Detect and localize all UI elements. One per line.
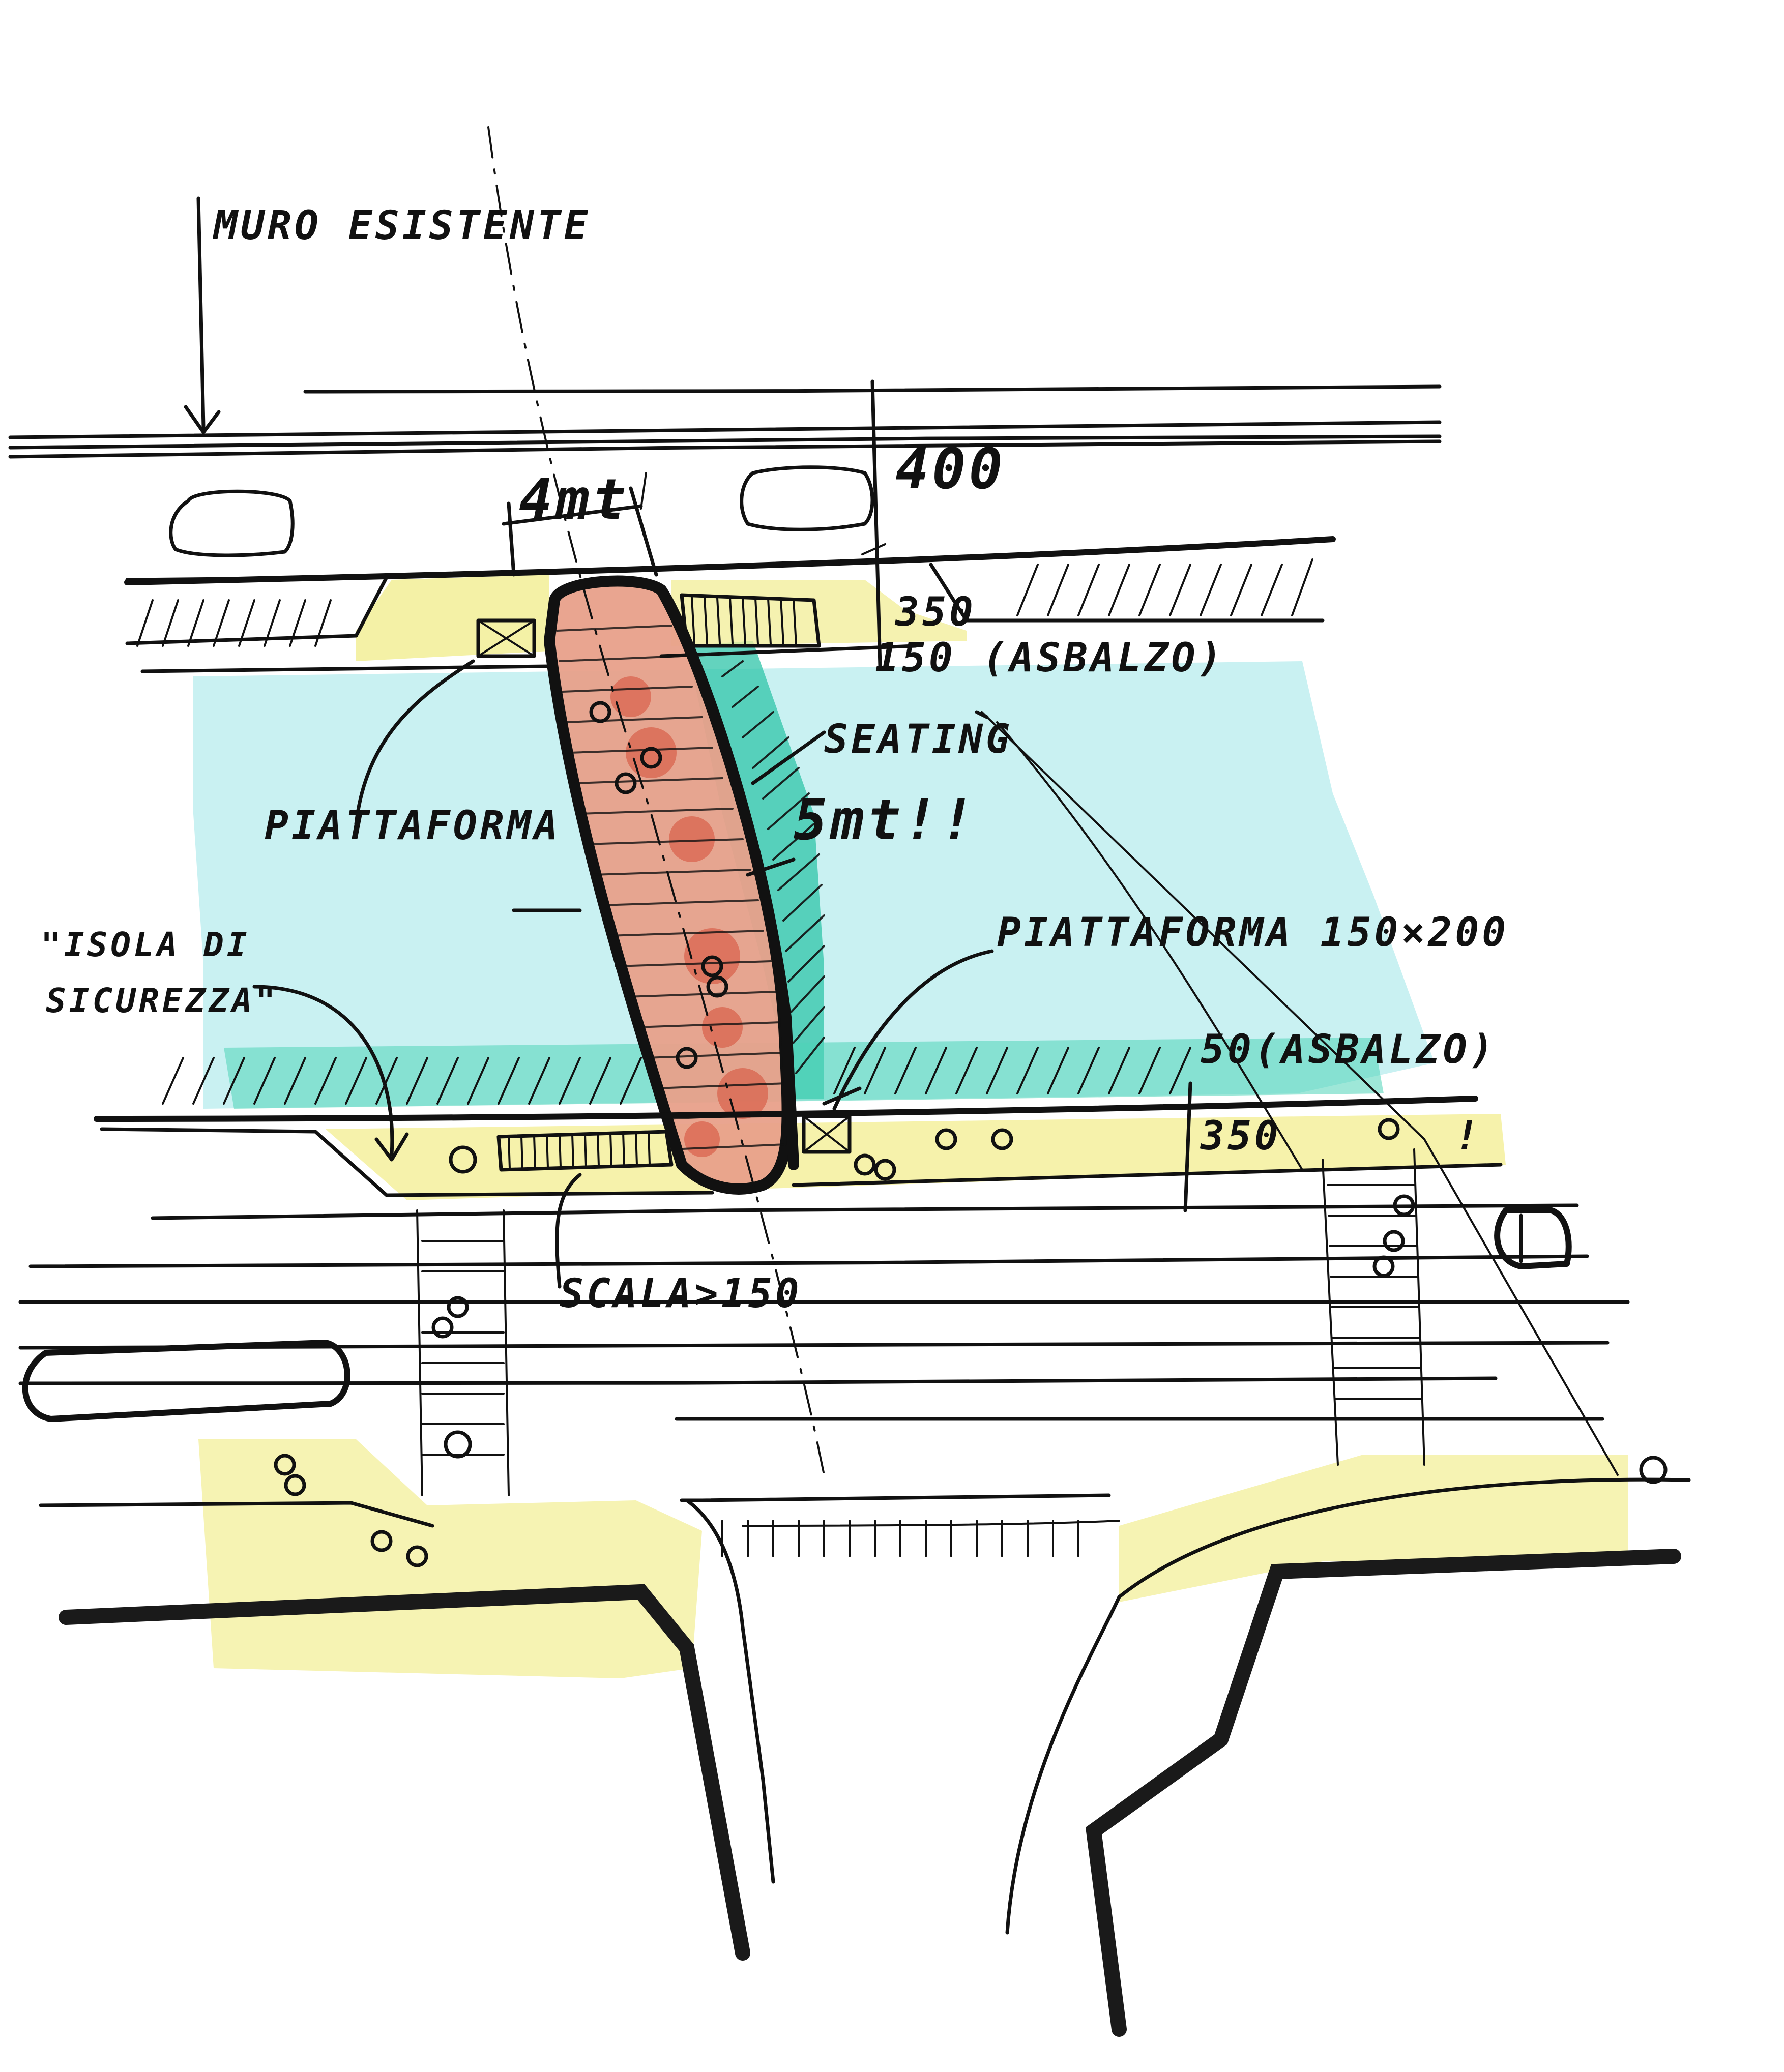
tree-icon bbox=[991, 1128, 1013, 1150]
tree-icon bbox=[854, 1153, 876, 1176]
tree-icon bbox=[676, 1047, 698, 1069]
label-isola-line1: "ISOLA DI bbox=[41, 925, 250, 964]
tree-icon bbox=[701, 955, 723, 978]
lower-pavement-yellow bbox=[326, 1114, 1506, 1200]
upper-hatch-left bbox=[136, 599, 332, 647]
dimension-bottom-right bbox=[1183, 1081, 1192, 1212]
tree-icon bbox=[444, 1430, 472, 1459]
tree-icon bbox=[449, 1145, 477, 1174]
label-muro-esistente: MURO ESISTENTE bbox=[212, 203, 591, 249]
canal-edge-teal bbox=[224, 1038, 1384, 1109]
top-street-edge bbox=[8, 384, 1442, 459]
tree-icon bbox=[589, 701, 611, 723]
tree-icon bbox=[406, 1545, 428, 1567]
upper-pavement-yellow-left bbox=[356, 575, 549, 661]
tree-icon bbox=[640, 747, 662, 769]
bridge-axis-line bbox=[487, 126, 825, 1476]
lower-hatch-right bbox=[833, 1047, 1191, 1094]
crosswalk-left bbox=[416, 1209, 510, 1496]
parked-car-icon bbox=[740, 465, 874, 531]
label-dim-350-bottom: 350 bbox=[1200, 1113, 1281, 1159]
lower-curb bbox=[94, 1096, 1579, 1220]
label-seating: SEATING bbox=[824, 717, 1013, 762]
tree-icons bbox=[274, 701, 1668, 1567]
platform-crossed-square-upper bbox=[476, 618, 536, 658]
muro-esistente-pointer bbox=[184, 196, 221, 434]
building-wall-left bbox=[59, 1584, 750, 1961]
building-wall-right bbox=[1085, 1549, 1681, 2037]
crosswalk-right bbox=[1322, 1148, 1425, 1466]
bus-icon bbox=[22, 1340, 350, 1422]
tree-icon bbox=[370, 1530, 393, 1552]
tree-icon bbox=[706, 975, 728, 998]
diagonal-sightline bbox=[981, 711, 1619, 1476]
lower-hatch-left bbox=[162, 1057, 642, 1105]
tree-icon bbox=[615, 772, 637, 794]
corner-pavement-yellow-right bbox=[1119, 1455, 1628, 1602]
label-dim-400: 400 bbox=[895, 436, 1006, 501]
tree-icon bbox=[1372, 1255, 1395, 1278]
label-150-asbalzo: 150 (ASBALZO) bbox=[875, 635, 1225, 681]
dimension-top-right bbox=[861, 379, 886, 668]
parked-car-icon bbox=[169, 489, 295, 557]
stair-lower bbox=[496, 1130, 674, 1172]
intersection-curbs bbox=[39, 1477, 1691, 1935]
dimension-4mt bbox=[502, 472, 658, 577]
label-isola-line2: SICUREZZA" bbox=[46, 981, 278, 1020]
tree-icon bbox=[447, 1296, 469, 1318]
platform-crossed-square-lower bbox=[802, 1114, 852, 1154]
tree-icon bbox=[1393, 1194, 1415, 1217]
label-dim-350-top: 350 bbox=[894, 589, 976, 635]
tree-icon bbox=[431, 1316, 454, 1339]
corner-pavement-yellow-left bbox=[198, 1439, 702, 1678]
label-piattaforma-left: PIATTAFORMA bbox=[265, 803, 561, 849]
tree-icon bbox=[874, 1159, 896, 1181]
label-arrows bbox=[252, 659, 994, 1289]
label-4mt: 4mt bbox=[519, 467, 629, 532]
tree-icon bbox=[274, 1454, 296, 1476]
label-exclaim: ! bbox=[1455, 1113, 1482, 1159]
label-50-asbalzo: 50(ASBALZO) bbox=[1201, 1027, 1497, 1073]
tree-icon bbox=[284, 1474, 306, 1496]
road-lanes bbox=[18, 1254, 1630, 1421]
tree-icon bbox=[935, 1128, 957, 1150]
label-5mt: 5mt!! bbox=[794, 787, 977, 852]
upper-hatch-right bbox=[1016, 558, 1313, 616]
tree-icon bbox=[1378, 1118, 1400, 1140]
label-scala-150: SCALA>150 bbox=[560, 1271, 802, 1317]
label-piattaforma-right: PIATTAFORMA 150×200 bbox=[997, 910, 1509, 956]
bridge-shadow-hatch bbox=[721, 660, 825, 1074]
tree-icon bbox=[1383, 1230, 1405, 1252]
tree-icon bbox=[1639, 1456, 1668, 1484]
diagonal-sightline-2 bbox=[996, 721, 1303, 1171]
car-icon bbox=[1494, 1207, 1572, 1269]
